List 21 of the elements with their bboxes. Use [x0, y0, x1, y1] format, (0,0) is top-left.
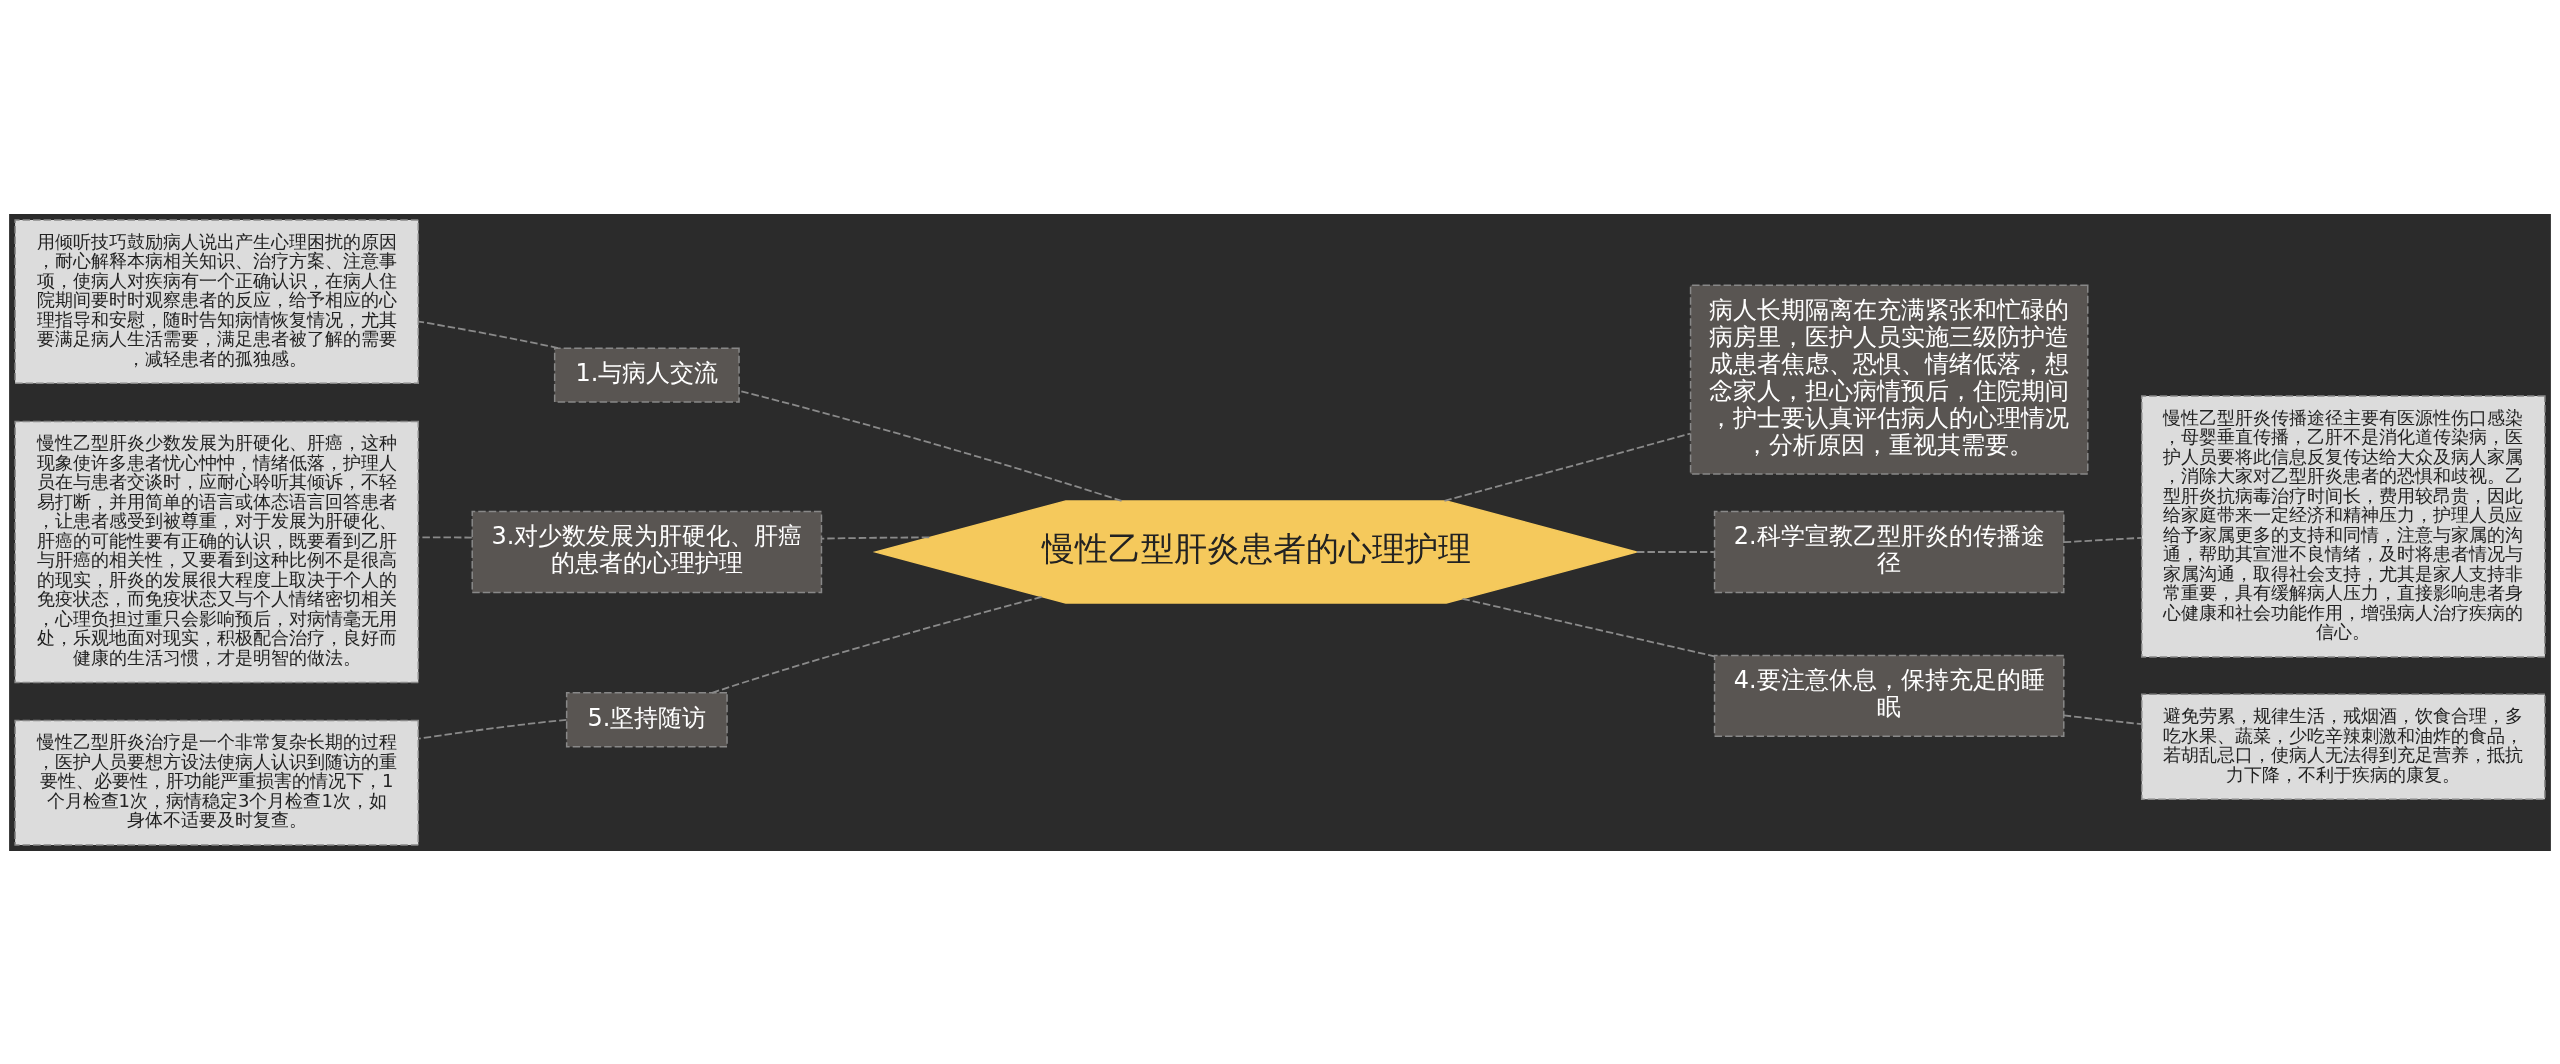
- node-box: 避免劳累，规律生活，戒烟酒，饮食合理，多吃水果、蔬菜，少吃辛辣刺激和油炸的食品，若胡乱忌口，使病人无法得到充足营养，抵抗力下降，不利于疾病的康复。: [2140, 693, 2546, 800]
- node-box: 病人长期隔离在充满紧张和忙碌的病房里，医护人员实施三级防护造成患者焦虑、恐惧、情绪低落，想念家人，担心病情预后，住院期间，护士要认真评估病人的心理情况，分析原因，重视其需要。: [1689, 283, 2089, 475]
- connector: [738, 389, 1123, 502]
- connector: [2062, 714, 2143, 725]
- node-box: 慢性乙型肝炎传播途径主要有医源性伤口感染，母婴垂直传播，乙肝不是消化道传染病，医护人员要将此信息反复传达给大众及病人家属，消除大家对乙型肝炎患者的恐惧和歧视。乙型肝炎抗病毒治疗时间长，费用较昂贵，因此给家庭带来一定经济和精神压力，护理人员应给予家属更多的支持和同情，注意与家属的沟通，帮助其宣泄不良情绪，及时将患者情况与家属沟通，取得社会支持，尤其是家人支持非常重要，具有缓解病人压力，直接影响患者身心健康和社会功能作用，增强病人治疗疾病的信心。: [2140, 394, 2546, 658]
- node-box: 5.坚持随访: [565, 691, 728, 748]
- node-box: 慢性乙型肝炎少数发展为肝硬化、肝癌，这种现象使许多患者忧心忡忡，情绪低落，护理人员在与患者交谈时，应耐心聆听其倾诉，不轻易打断，并用简单的语言或体态语言回答患者，让患者感受到被尊重，对于发展为肝硬化、肝癌的可能性要有正确的认识，既要看到乙肝与肝癌的相关性，又要看到这种比例不是很高的现实，肝炎的发展很大程度上取决于个人的免疫状态，而免疫状态又与个人情绪密切相关，心理负担过重只会影响预后，对病情毫无用处，乐观地面对现实，积极配合治疗，良好而健康的生活习惯，才是明智的做法。: [14, 420, 420, 683]
- connector: [417, 320, 559, 349]
- node-box: 1.与病人交流: [553, 346, 740, 403]
- node-box: 2.科学宣教乙型肝炎的传播途径: [1713, 510, 2065, 593]
- connector: [1443, 432, 1692, 502]
- node-box: 4.要注意休息，保持充足的睡眠: [1713, 654, 2065, 737]
- node-box: 慢性乙型肝炎治疗是一个非常复杂长期的过程，医护人员要想方设法使病人认识到随访的重要性、必要性，肝功能严重损害的情况下，1个月检查1次，病情稳定3个月检查1次，如身体不适要及时复查。: [14, 719, 420, 846]
- connector: [1461, 597, 1716, 657]
- node-box: 用倾听技巧鼓励病人说出产生心理困扰的原因，耐心解释本病相关知识、治疗方案、注意事项，使病人对疾病有一个正确认识，在病人住院期间要时时观察患者的反应，给予相应的心理指导和安慰，随时告知病情恢复情况，尤其要满足病人生活需要，满足患者被了解的需要，减轻患者的孤独感。: [14, 218, 420, 384]
- connector: [820, 536, 931, 540]
- connector: [2062, 536, 2143, 543]
- connector: [711, 595, 1043, 694]
- connector: [1635, 550, 1715, 553]
- node-box: 3.对少数发展为肝硬化、肝癌的患者的心理护理: [471, 510, 823, 593]
- connector: [417, 718, 568, 740]
